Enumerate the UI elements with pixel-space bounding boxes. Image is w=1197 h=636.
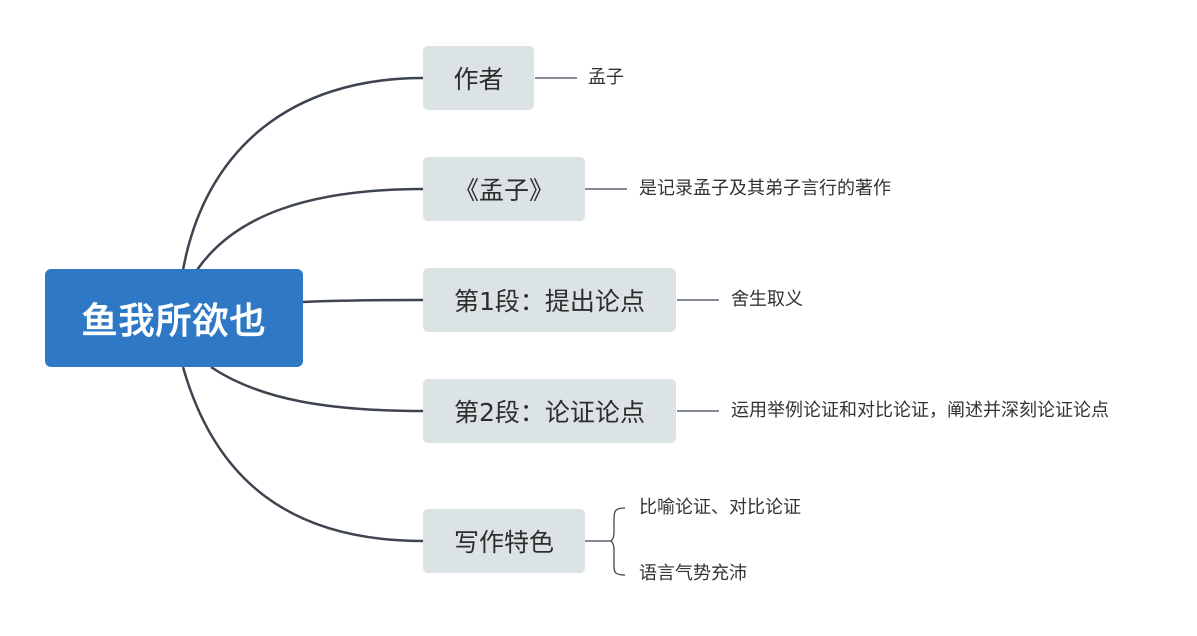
connector-root-to-mengzi-book xyxy=(195,187,424,271)
connector-root-to-author xyxy=(181,76,424,271)
connector-root-to-paragraph-2 xyxy=(210,365,424,413)
leaf-node-label: 比喻论证、对比论证 xyxy=(639,497,801,518)
leaf-node-paragraph-1[interactable]: 舍生取义 xyxy=(731,289,803,311)
leaf-bracket-writing-features xyxy=(609,507,626,576)
leaf-node-mengzi-book[interactable]: 是记录孟子及其弟子言行的著作 xyxy=(639,178,891,200)
branch-node-label: 写作特色 xyxy=(453,528,554,557)
leaf-node-label: 是记录孟子及其弟子言行的著作 xyxy=(639,178,891,199)
leaf-node-author[interactable]: 孟子 xyxy=(588,67,624,89)
leaf-node-label: 运用举例论证和对比论证，阐述并深刻论证论点 xyxy=(731,400,1109,421)
branch-node-label: 第2段：论证论点 xyxy=(454,398,645,427)
leaf-node-writing-features-1[interactable]: 比喻论证、对比论证 xyxy=(639,497,801,519)
branch-node-author[interactable]: 作者 xyxy=(423,46,534,110)
branch-node-paragraph-2[interactable]: 第2段：论证论点 xyxy=(423,379,676,443)
leaf-node-label: 语言气势充沛 xyxy=(639,563,747,584)
branch-node-mengzi-book[interactable]: 《孟子》 xyxy=(423,157,585,221)
branch-node-writing-features[interactable]: 写作特色 xyxy=(423,509,585,573)
leaf-node-writing-features-2[interactable]: 语言气势充沛 xyxy=(639,563,747,585)
branch-node-label: 作者 xyxy=(453,65,504,94)
branch-node-label: 第1段：提出论点 xyxy=(454,287,645,316)
leaf-node-label: 舍生取义 xyxy=(731,289,803,310)
branch-node-label: 《孟子》 xyxy=(453,176,554,205)
root-node-label: 鱼我所欲也 xyxy=(81,301,267,342)
leaf-node-paragraph-2[interactable]: 运用举例论证和对比论证，阐述并深刻论证论点 xyxy=(731,400,1109,422)
connector-root-to-writing-features xyxy=(181,366,424,543)
leaf-node-label: 孟子 xyxy=(588,67,624,88)
connector-root-to-paragraph-1 xyxy=(302,298,424,304)
branch-node-paragraph-1[interactable]: 第1段：提出论点 xyxy=(423,268,676,332)
root-node[interactable]: 鱼我所欲也 xyxy=(45,269,303,367)
